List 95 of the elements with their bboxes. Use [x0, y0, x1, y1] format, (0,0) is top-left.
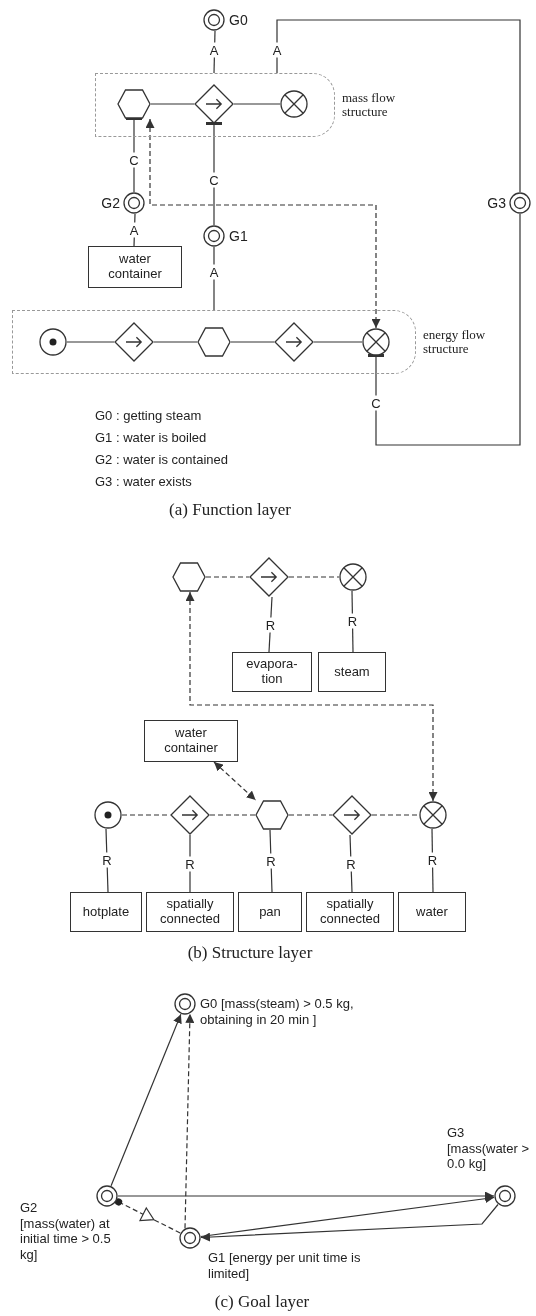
- crossed-circle-symbol: [419, 801, 447, 829]
- edge-label: A: [208, 264, 220, 280]
- goal-label: G3 [mass(water > 0.0 kg]: [447, 1125, 530, 1172]
- labeled-box: spatially connected: [306, 892, 394, 932]
- hexagon-symbol: [172, 562, 206, 592]
- diamond-arrow-symbol: [332, 795, 372, 835]
- dashed-connector: [213, 761, 257, 801]
- edge-label: C: [370, 395, 382, 411]
- crossed-circle-symbol: [280, 90, 308, 118]
- edge-label: A: [271, 42, 283, 58]
- goal-label: G0 [mass(steam) > 0.5 kg, obtaining in 20 min ]: [200, 996, 355, 1028]
- edge-label: C: [208, 172, 220, 188]
- goal-definition-text: G0 : getting steam: [95, 408, 202, 423]
- double-circle-symbol: [203, 9, 225, 31]
- connector-line: [276, 19, 521, 193]
- dashed-connector: [209, 814, 256, 816]
- labeled-box: water: [398, 892, 466, 932]
- double-circle-symbol: [509, 192, 531, 214]
- edge-label: A: [128, 222, 140, 238]
- dashed-connector: [288, 576, 340, 578]
- edge-label: R: [426, 852, 439, 868]
- structure-label: energy flow structure: [423, 327, 487, 357]
- labeled-box: pan: [238, 892, 302, 932]
- dashed-connector: [115, 1198, 181, 1234]
- goal-label: G2 [mass(water) at initial time > 0.5 kg]: [20, 1200, 112, 1263]
- hexagon-symbol: [255, 800, 289, 830]
- double-circle-symbol: [123, 192, 145, 214]
- double-circle-symbol: [179, 1227, 201, 1249]
- dashed-connector: [185, 591, 438, 802]
- labeled-box: water container: [144, 720, 238, 762]
- edge-label: R: [101, 852, 113, 868]
- structure-label: mass flow structure: [342, 90, 397, 120]
- edge-label: A: [208, 42, 220, 58]
- diamond-arrow-symbol: [249, 557, 289, 597]
- double-circle-symbol: [203, 225, 225, 247]
- connector-line: [269, 829, 273, 893]
- edge-label: R: [345, 856, 357, 871]
- dashed-connector: [288, 814, 333, 816]
- connector-line: [105, 828, 109, 893]
- diamond-arrow-symbol: [170, 795, 210, 835]
- connector-line: [189, 834, 191, 893]
- diamond-arrow-symbol: [274, 322, 314, 362]
- goal-label: G1: [229, 228, 249, 245]
- figure-caption: (a) Function layer: [169, 500, 291, 520]
- dashed-connector: [371, 814, 420, 816]
- hexagon-symbol: [117, 89, 151, 119]
- double-circle-symbol: [494, 1185, 516, 1207]
- figure-caption: (c) Goal layer: [214, 1292, 310, 1312]
- labeled-box: steam: [318, 652, 386, 692]
- labeled-box: hotplate: [70, 892, 142, 932]
- hexagon-symbol: [197, 327, 231, 357]
- connector-line: [66, 341, 115, 343]
- dotted-circle-symbol: [94, 801, 122, 829]
- dotted-circle-symbol: [39, 328, 67, 356]
- double-circle-symbol: [96, 1185, 118, 1207]
- crossed-circle-symbol: [362, 328, 390, 356]
- connector-line: [351, 590, 354, 653]
- connector-line: [200, 1194, 495, 1238]
- connector-line: [313, 341, 363, 343]
- dashed-connector: [205, 576, 250, 578]
- goal-label: G3: [486, 195, 506, 212]
- labeled-box: evapora- tion: [232, 652, 312, 692]
- labeled-box: spatially connected: [146, 892, 234, 932]
- goal-definition-text: G1 : water is boiled: [95, 430, 207, 445]
- connector-line: [368, 213, 521, 446]
- goal-label: G2: [100, 195, 120, 212]
- labeled-box: water container: [88, 246, 182, 288]
- diamond-arrow-symbol: [114, 322, 154, 362]
- connector-line: [230, 341, 275, 343]
- connector-line: [150, 103, 195, 105]
- goal-label: G0: [229, 12, 249, 29]
- connector-line: [349, 834, 353, 893]
- double-circle-symbol: [174, 993, 196, 1015]
- figure-caption: (b) Structure layer: [187, 943, 313, 963]
- connector-line: [233, 103, 281, 105]
- connector-line: [213, 246, 215, 311]
- edge-label: R: [184, 856, 196, 871]
- edge-label: C: [128, 152, 140, 168]
- connector-line: [268, 596, 273, 653]
- goal-definition-text: G3 : water exists: [95, 474, 192, 489]
- connector-line: [213, 30, 216, 74]
- edge-label: R: [346, 613, 359, 629]
- connector-line: [431, 828, 434, 893]
- goal-label: G1 [energy per unit time is limited]: [208, 1250, 362, 1282]
- connector-line: [110, 1013, 182, 1187]
- connector-line: [153, 341, 198, 343]
- goal-definition-text: G2 : water is contained: [95, 452, 228, 467]
- diamond-arrow-symbol: [194, 84, 234, 124]
- edge-label: R: [264, 617, 277, 632]
- connector-line: [206, 122, 222, 226]
- crossed-circle-symbol: [339, 563, 367, 591]
- dashed-connector: [145, 118, 381, 329]
- connector-line: [200, 1203, 499, 1242]
- edge-label: R: [265, 853, 277, 869]
- dashed-connector: [184, 1013, 195, 1229]
